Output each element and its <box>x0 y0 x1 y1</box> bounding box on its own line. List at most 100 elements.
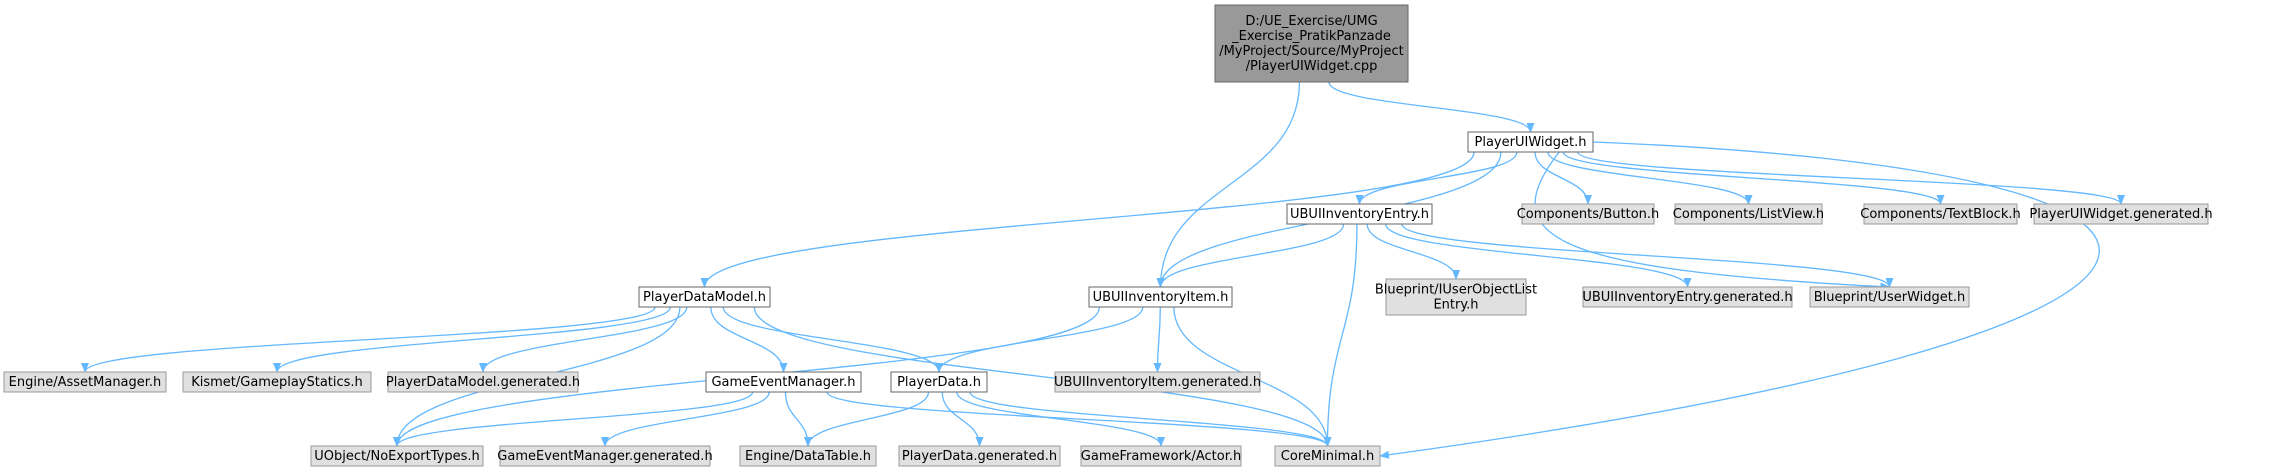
node-box <box>1809 286 1970 308</box>
node-blueprint_userwidget_h: Blueprint/UserWidget.h <box>1809 286 1970 308</box>
node-box <box>1088 286 1233 308</box>
node-ubuiinventoryentry_generated_h: UBUIInventoryEntry.generated.h <box>1582 286 1793 308</box>
node-label: UBUIInventoryItem.h <box>1093 290 1229 305</box>
node-label: GameEventManager.h <box>711 375 855 390</box>
node-label: PlayerUIWidget.h <box>1475 135 1587 150</box>
node-label: Components/ListView.h <box>1673 207 1824 222</box>
node-box <box>1214 4 1409 83</box>
edge-gameeventmanager_h-to-coreminimal_h <box>826 391 1332 447</box>
edge-gameeventmanager_h-to-engine_datatable_h <box>784 391 812 447</box>
node-label: UObject/NoExportTypes.h <box>314 449 479 464</box>
node-coreminimal_h: CoreMinimal.h <box>1274 445 1381 467</box>
node-playeruiwidget_generated_h: PlayerUIWidget.generated.h <box>2029 203 2213 225</box>
edge-ubuiinventoryentry_h-to-ubuiinventoryentry_generated_h <box>1385 223 1692 288</box>
edge-playerdatamodel_h-to-playerdata_h <box>722 306 943 373</box>
node-engine_assetmanager_h: Engine/AssetManager.h <box>3 371 167 393</box>
node-box <box>182 371 372 393</box>
edge-ubuiinventoryitem_h-to-ubuiinventoryitem_generated_h <box>1153 306 1162 373</box>
edge-ubuiinventoryitem_h-to-playerdata_h <box>935 306 1144 373</box>
edge-playerdatamodel_h-to-kismet_gameplaystatics_h <box>273 306 671 373</box>
edge-ubuiinventoryentry_h-to-ubuiinventoryitem_h <box>1156 223 1345 288</box>
edge-ubuiinventoryentry_h-to-blueprint_iuserobjectlistentry_h <box>1366 223 1460 280</box>
node-kismet_gameplaystatics_h: Kismet/GameplayStatics.h <box>182 371 372 393</box>
node-box <box>3 371 167 393</box>
node-label: CoreMinimal.h <box>1281 449 1374 464</box>
node-box <box>1521 203 1655 225</box>
node-label: GameFramework/Actor.h <box>1081 449 1241 464</box>
node-box <box>387 371 579 393</box>
edge-playerdata_h-to-gameframework_actor_h <box>956 391 1165 447</box>
node-root[interactable]: D:/UE_Exercise/UMG_Exercise_PratikPanzad… <box>1214 4 1409 83</box>
node-label: Components/Button.h <box>1517 207 1660 222</box>
node-label: Kismet/GameplayStatics.h <box>191 375 363 390</box>
node-label: _Exercise_PratikPanzade <box>1231 29 1391 44</box>
node-playerdatamodel_generated_h: PlayerDataModel.generated.h <box>386 371 580 393</box>
edge-ubuiinventoryentry_h-to-blueprint_userwidget_h <box>1401 223 1894 288</box>
edge-playerdatamodel_h-to-coreminimal_h <box>753 306 1332 447</box>
node-gameeventmanager_h[interactable]: GameEventManager.h <box>705 371 862 393</box>
edge-playerdata_h-to-engine_datatable_h <box>804 391 930 447</box>
node-ubuiinventoryitem_h[interactable]: UBUIInventoryItem.h <box>1088 286 1233 308</box>
edge-playeruiwidget_h-to-blueprint_userwidget_h <box>1534 151 1891 291</box>
node-label: Engine/DataTable.h <box>745 449 871 464</box>
node-components_listview_h: Components/ListView.h <box>1673 203 1824 225</box>
edge-playerdata_h-to-playerdata_generated_h <box>941 391 984 447</box>
node-box <box>1080 445 1242 467</box>
edge-ubuiinventoryentry_h-to-coreminimal_h <box>1323 223 1358 447</box>
node-ubuiinventoryentry_h[interactable]: UBUIInventoryEntry.h <box>1286 203 1433 225</box>
node-label: D:/UE_Exercise/UMG <box>1245 14 1377 29</box>
edge-playerdatamodel_h-to-engine_assetmanager_h <box>81 306 656 373</box>
edge-playeruiwidget_h-to-playerdatamodel_h <box>700 151 1475 288</box>
edge-root-to-playeruiwidget_h <box>1328 81 1535 133</box>
node-label: PlayerData.generated.h <box>902 449 1057 464</box>
nodes-layer: D:/UE_Exercise/UMG_Exercise_PratikPanzad… <box>3 4 2213 467</box>
edge-root-to-ubuiinventoryitem_h <box>1156 81 1301 288</box>
node-components_button_h: Components/Button.h <box>1517 203 1660 225</box>
edge-gameeventmanager_h-to-gameeventmanager_generated_h <box>601 391 770 447</box>
node-box <box>1863 203 2018 225</box>
node-label: Entry.h <box>1433 298 1478 313</box>
node-playerdata_h[interactable]: PlayerData.h <box>890 371 988 393</box>
node-box <box>890 371 988 393</box>
node-box <box>638 286 771 308</box>
node-engine_datatable_h: Engine/DataTable.h <box>739 445 877 467</box>
node-box <box>1286 203 1433 225</box>
node-box <box>1582 286 1793 308</box>
node-label: UBUIInventoryItem.generated.h <box>1054 375 1261 390</box>
node-label: Blueprint/IUserObjectList <box>1375 283 1537 298</box>
edge-playeruiwidget_h-to-components_listview_h <box>1547 151 1753 205</box>
node-components_textblock_h: Components/TextBlock.h <box>1860 203 2021 225</box>
edge-playeruiwidget_h-to-coreminimal_h <box>1379 141 2100 459</box>
edge-playeruiwidget_h-to-ubuiinventoryentry_h <box>1355 151 1518 205</box>
edge-playeruiwidget_h-to-playeruiwidget_generated_h <box>1577 151 2125 205</box>
node-label: Blueprint/UserWidget.h <box>1814 290 1965 305</box>
node-playerdatamodel_h[interactable]: PlayerDataModel.h <box>638 286 771 308</box>
edge-playeruiwidget_h-to-components_textblock_h <box>1562 151 1945 205</box>
edge-playeruiwidget_h-to-components_button_h <box>1534 151 1592 205</box>
node-gameeventmanager_generated_h: GameEventManager.generated.h <box>497 445 713 467</box>
node-label: PlayerUIWidget.generated.h <box>2029 207 2212 222</box>
node-label: GameEventManager.generated.h <box>497 449 712 464</box>
edge-playerdata_h-to-coreminimal_h <box>969 391 1332 447</box>
node-box <box>1385 278 1527 316</box>
node-label: UBUIInventoryEntry.h <box>1290 207 1429 222</box>
node-label: /PlayerUIWidget.cpp <box>1246 59 1378 74</box>
node-playerdata_generated_h: PlayerData.generated.h <box>898 445 1061 467</box>
node-gameframework_actor_h: GameFramework/Actor.h <box>1080 445 1242 467</box>
node-playeruiwidget_h[interactable]: PlayerUIWidget.h <box>1467 131 1594 153</box>
node-label: PlayerDataModel.generated.h <box>386 375 580 390</box>
node-box <box>1054 371 1261 393</box>
node-box <box>739 445 877 467</box>
node-uobject_noexporttypes_h: UObject/NoExportTypes.h <box>310 445 484 467</box>
node-label: UBUIInventoryEntry.generated.h <box>1582 290 1792 305</box>
node-label: Components/TextBlock.h <box>1860 207 2020 222</box>
node-box <box>1674 203 1823 225</box>
node-box <box>1467 131 1594 153</box>
node-label: PlayerData.h <box>897 375 981 390</box>
node-box <box>1274 445 1381 467</box>
edge-playerdatamodel_h-to-gameeventmanager_h <box>710 306 788 373</box>
node-box <box>310 445 484 467</box>
node-ubuiinventoryitem_generated_h: UBUIInventoryItem.generated.h <box>1054 371 1261 393</box>
node-label: Engine/AssetManager.h <box>9 375 162 390</box>
